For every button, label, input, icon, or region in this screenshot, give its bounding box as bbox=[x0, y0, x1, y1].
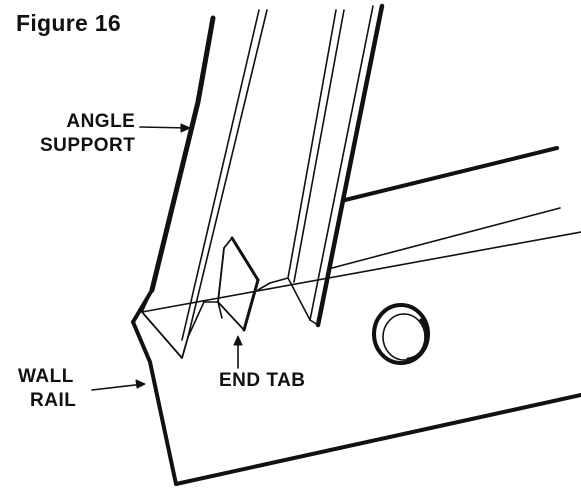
wall-rail-top-edge bbox=[141, 231, 581, 313]
angle-support-label-line2: SUPPORT bbox=[40, 135, 136, 156]
wall-rail-arrowhead bbox=[135, 379, 146, 389]
angle-support-left-flange-inner2 bbox=[187, 9, 268, 338]
wall-rail-bottom-edge bbox=[174, 393, 581, 486]
end-tab-label: END TAB bbox=[219, 370, 306, 391]
rail-hole-shadow bbox=[406, 318, 429, 361]
wall-rail-label-line1: WALL bbox=[18, 366, 74, 387]
channel-bottom-right bbox=[257, 277, 311, 321]
wall-rail-front-edge bbox=[131, 320, 178, 486]
rail-hole-inner bbox=[382, 313, 426, 361]
wall-rail-leader bbox=[91, 383, 145, 391]
far-rail-lower-edge bbox=[331, 207, 561, 269]
end-tab-edge bbox=[217, 247, 225, 303]
end-tab-top bbox=[230, 236, 260, 282]
end-tab-right bbox=[242, 278, 260, 332]
wall-rail-label-line2: RAIL bbox=[30, 390, 77, 411]
angle-support-left-edge bbox=[149, 15, 216, 293]
figure-title: Figure 16 bbox=[16, 10, 121, 36]
angle-support-right-inner bbox=[309, 5, 374, 321]
angle-support-bottom-left bbox=[141, 289, 189, 359]
far-rail-top-edge bbox=[343, 146, 559, 202]
angle-support-label: ANGLE SUPPORT bbox=[40, 110, 135, 158]
angle-support-right-bottom bbox=[309, 319, 319, 326]
wall-rail-label: WALL RAIL bbox=[18, 365, 76, 413]
angle-support-center-right bbox=[293, 9, 345, 283]
angle-support-center-left bbox=[287, 9, 337, 279]
angle-support-arrowhead bbox=[180, 123, 191, 133]
angle-support-right-outer bbox=[315, 3, 385, 328]
angle-support-label-line1: ANGLE bbox=[66, 111, 136, 132]
channel-bottom-profile bbox=[187, 301, 223, 338]
end-tab-arrowhead bbox=[233, 335, 243, 346]
angle-support-left-flange-inner bbox=[181, 9, 260, 341]
